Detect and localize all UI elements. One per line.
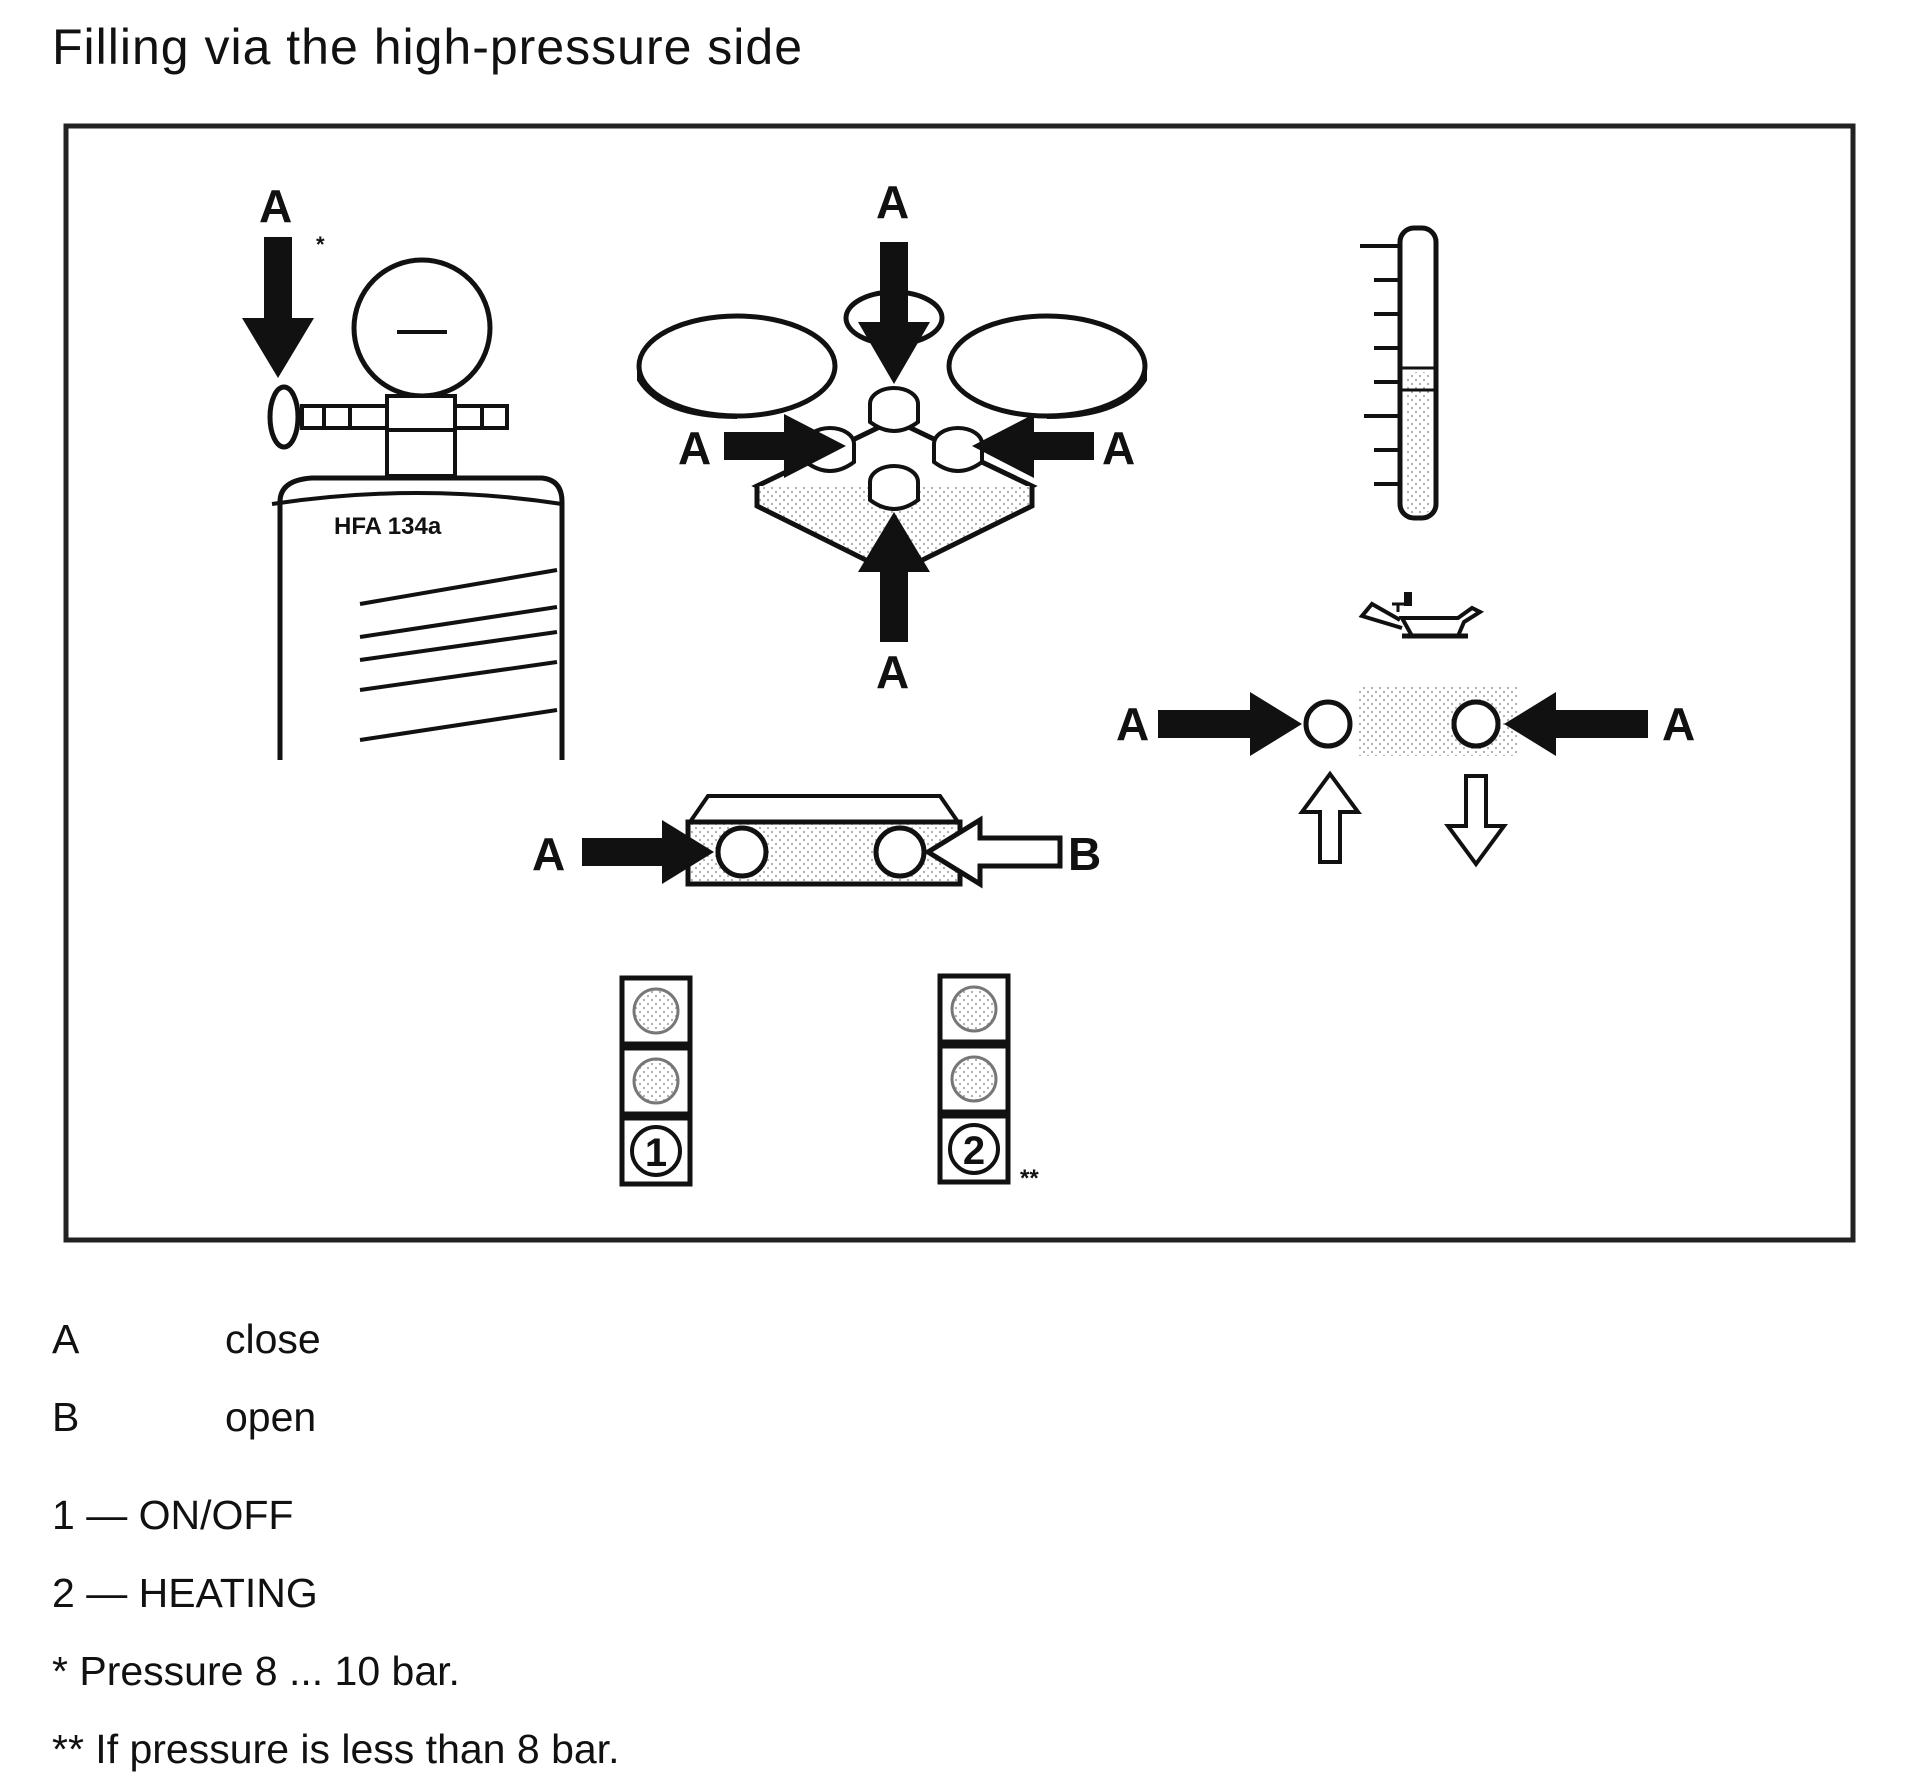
button-column-on-off: 1 xyxy=(619,975,693,1187)
refrigerant-cylinder: HFA 134a xyxy=(271,475,565,760)
legend-key: B xyxy=(52,1394,80,1440)
scale-tube-icon xyxy=(1360,225,1439,521)
arrow-left-icon xyxy=(1504,692,1648,756)
callout-a: A xyxy=(876,646,909,698)
callout-a: A xyxy=(876,176,909,228)
callout-b: B xyxy=(1068,828,1101,880)
arrow-right-icon xyxy=(582,820,714,884)
page-title: Filling via the high-pressure side xyxy=(52,19,804,75)
note-pressure: * Pressure 8 ... 10 bar. xyxy=(52,1648,460,1694)
arrow-right-icon xyxy=(1158,692,1302,756)
arrow-down-outline-icon xyxy=(1444,774,1508,868)
legend-value: open xyxy=(225,1394,317,1440)
arrow-left-icon xyxy=(972,414,1094,478)
arrow-down-icon xyxy=(242,237,314,378)
callout-asterisk: * xyxy=(316,232,325,257)
legend-value: close xyxy=(225,1316,321,1362)
button-column-heating: 2 xyxy=(937,973,1011,1185)
note-low-pressure: ** If pressure is less than 8 bar. xyxy=(52,1726,620,1772)
callout-a: A xyxy=(532,828,565,880)
arrow-left-outline-icon xyxy=(923,815,1063,889)
callout-a: A xyxy=(678,422,711,474)
callout-a: A xyxy=(259,180,292,232)
arrow-down-icon xyxy=(858,242,930,384)
callout-a: A xyxy=(1102,422,1135,474)
figure-frame xyxy=(63,123,1856,1243)
arrow-up-icon xyxy=(858,512,930,642)
arrow-right-icon xyxy=(724,414,846,478)
callout-a: A xyxy=(1662,698,1695,750)
oil-valves xyxy=(1303,686,1518,756)
note-on-off: 1 — ON/OFF xyxy=(52,1492,294,1538)
gauge-icon xyxy=(267,257,509,478)
note-heating: 2 — HEATING xyxy=(52,1570,318,1616)
oil-can-icon xyxy=(1358,592,1485,639)
callout-a: A xyxy=(1116,698,1149,750)
arrow-up-outline-icon xyxy=(1298,770,1362,864)
button-number-2: 2 xyxy=(963,1129,985,1173)
button-number-1: 1 xyxy=(645,1131,667,1175)
legend-key: A xyxy=(52,1316,80,1362)
callout-double-asterisk: ** xyxy=(1020,1165,1039,1192)
filling-diagram: HFA 134a A * xyxy=(62,122,1857,1244)
cylinder-label: HFA 134a xyxy=(334,513,442,540)
diagram-svg: HFA 134a A * xyxy=(63,123,1856,1243)
valve-block xyxy=(685,794,963,887)
